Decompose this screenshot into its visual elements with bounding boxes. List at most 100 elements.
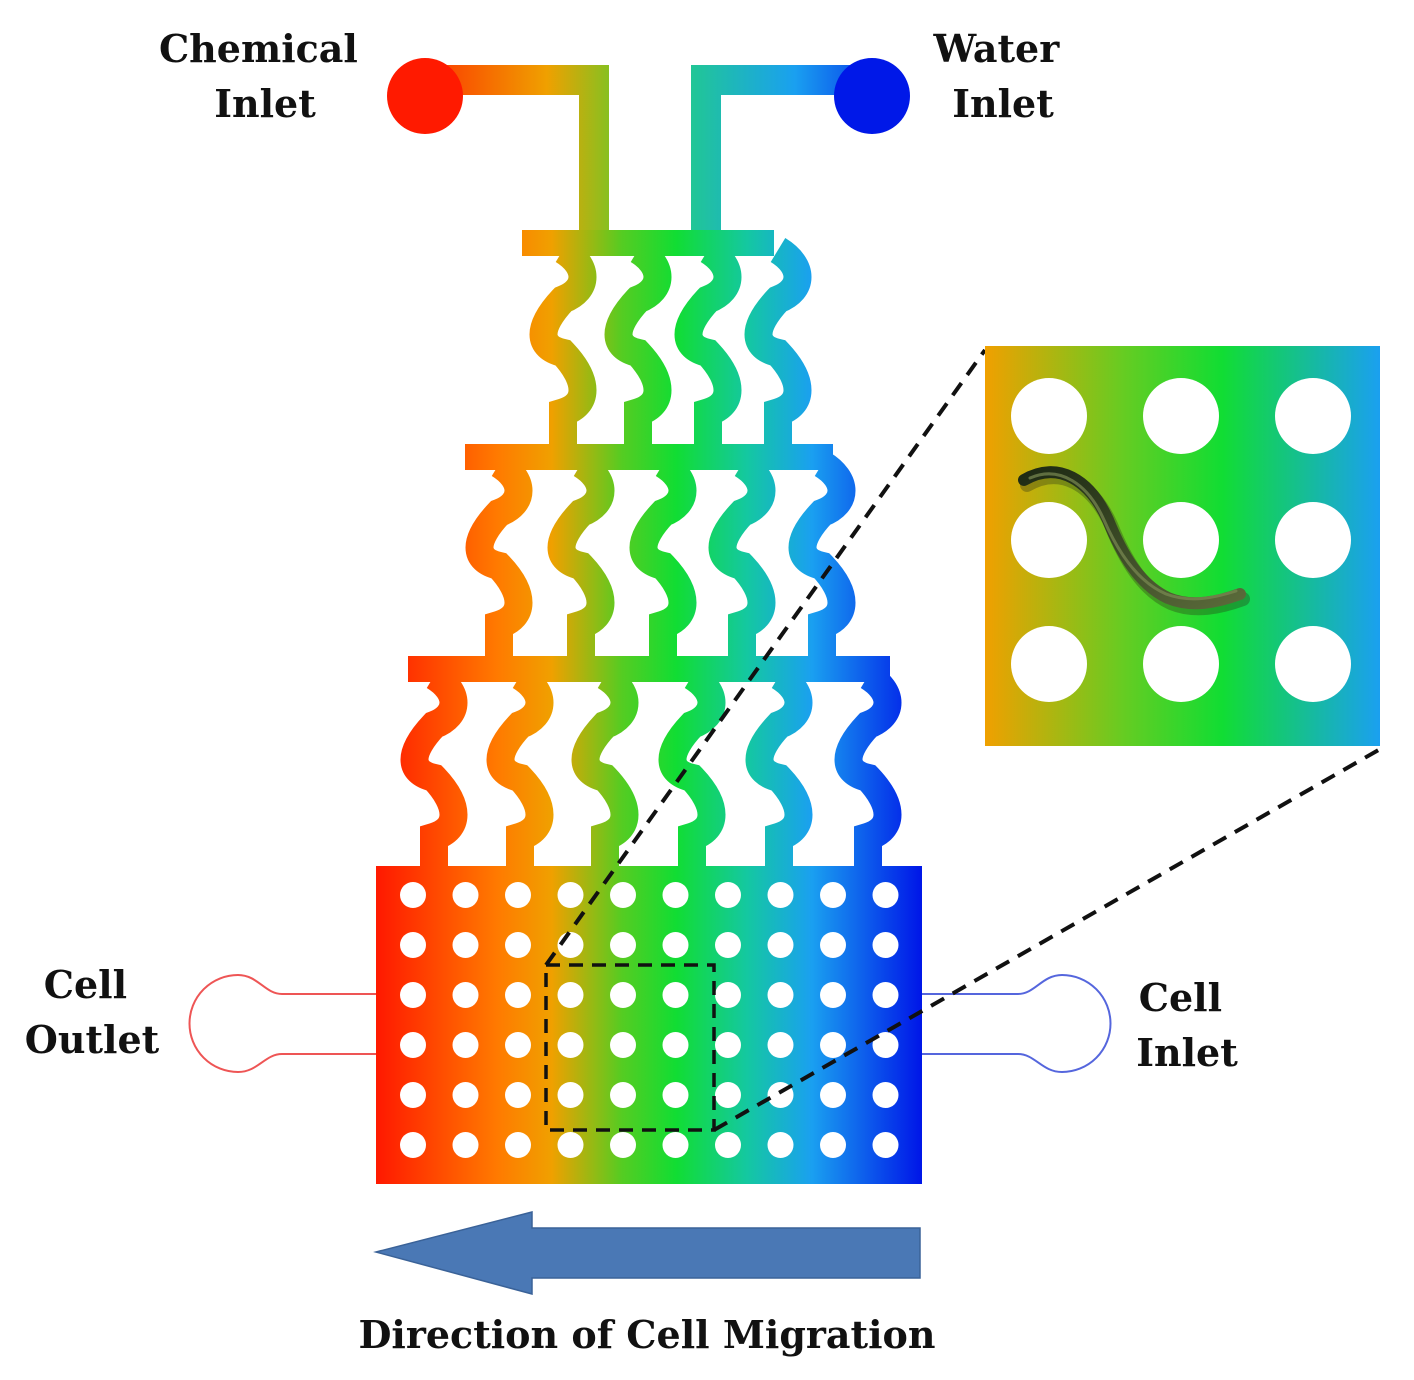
pillar <box>505 882 531 908</box>
water-inlet-channel <box>691 65 872 232</box>
pillar <box>662 1032 689 1058</box>
worm-icon <box>1018 466 1250 616</box>
inset-pillar <box>1275 502 1351 578</box>
pillar <box>872 1032 899 1058</box>
pillar <box>610 932 636 958</box>
inset-pillar <box>1143 626 1219 702</box>
pillar <box>557 882 584 908</box>
pillar <box>505 1082 531 1108</box>
pillar <box>505 982 531 1008</box>
pillar <box>610 1132 636 1158</box>
pillar <box>662 932 689 958</box>
pillar <box>820 1132 846 1158</box>
pillar <box>715 1132 741 1158</box>
mixer-header-bar <box>408 656 890 682</box>
cell-outlet-label: Cell Outlet <box>25 962 160 1062</box>
pillar <box>872 1082 899 1108</box>
pillar <box>715 932 741 958</box>
pillar <box>452 1082 479 1108</box>
pillar <box>557 982 584 1008</box>
pillar <box>452 932 479 958</box>
pillar <box>820 882 846 908</box>
pillar <box>767 982 794 1008</box>
chemical-inlet-channel <box>428 65 609 232</box>
mixer-header-bar <box>465 444 833 470</box>
pillar <box>452 882 479 908</box>
pillar <box>400 1032 426 1058</box>
pillar <box>662 982 689 1008</box>
pillar <box>610 982 636 1008</box>
serpentine-channel <box>629 452 697 660</box>
pillar <box>715 882 741 908</box>
pillar <box>820 1082 846 1108</box>
pillar <box>400 982 426 1008</box>
pillar <box>715 982 741 1008</box>
inset-pillar <box>1143 378 1219 454</box>
left-arrow-icon <box>373 1211 921 1295</box>
pillar <box>872 882 899 908</box>
pillar <box>610 1082 636 1108</box>
chemical-inlet-port[interactable] <box>387 58 463 134</box>
pillar <box>767 932 794 958</box>
pillar <box>452 1132 479 1158</box>
serpentine-channel <box>834 664 902 872</box>
pillar <box>452 982 479 1008</box>
pillar <box>557 1132 584 1158</box>
inset-pillar <box>1011 626 1087 702</box>
cell-inlet-label: Cell Inlet <box>1136 975 1238 1075</box>
inset-pillar <box>1275 378 1351 454</box>
pillar <box>662 1132 689 1158</box>
pillar <box>505 932 531 958</box>
serpentine-channel <box>745 664 813 872</box>
zoom-connector <box>544 348 1383 1132</box>
water-inlet-label: Water Inlet <box>933 26 1073 126</box>
pillar <box>505 1032 531 1058</box>
pillar <box>610 882 636 908</box>
pillar <box>400 1132 426 1158</box>
pillar <box>662 882 689 908</box>
pillar <box>400 1082 426 1108</box>
serpentine-channel <box>547 452 615 660</box>
migration-direction-label: Direction of Cell Migration <box>358 1312 935 1357</box>
pillar <box>452 1032 479 1058</box>
serpentine-channel <box>604 238 672 448</box>
serpentine-channel <box>708 452 776 660</box>
serpentine-channel <box>744 238 812 448</box>
pillar <box>505 1132 531 1158</box>
pillar <box>715 1082 741 1108</box>
cell-outlet-outline <box>188 973 376 1074</box>
cell-inlet-outline <box>922 973 1112 1074</box>
pillar <box>662 1082 689 1108</box>
pillar <box>872 932 899 958</box>
serpentine-channel <box>788 452 856 660</box>
pillar <box>820 1032 846 1058</box>
cell-outlet-port[interactable] <box>188 973 377 1074</box>
water-inlet-port[interactable] <box>834 58 910 134</box>
serpentine-channel <box>400 664 468 872</box>
pillar <box>872 982 899 1008</box>
inset-pillar <box>1011 502 1087 578</box>
pillar <box>767 1132 794 1158</box>
inset-pillar-array <box>1011 378 1351 702</box>
pillar <box>820 982 846 1008</box>
serpentine-channel <box>529 238 597 448</box>
pillar <box>400 932 426 958</box>
inset-pillar <box>1143 502 1219 578</box>
pillar <box>767 1032 794 1058</box>
inset-pillar <box>1011 378 1087 454</box>
pillar <box>557 1032 584 1058</box>
chemical-inlet-label: Chemical Inlet <box>159 26 371 126</box>
serpentine-mixer <box>400 230 902 872</box>
pillar <box>715 1032 741 1058</box>
inlet-channels <box>387 58 910 232</box>
inset-pillar <box>1275 626 1351 702</box>
pillar <box>557 1082 584 1108</box>
inset-zoom-view <box>985 346 1380 746</box>
pillar <box>872 1132 899 1158</box>
serpentine-channel <box>486 664 554 872</box>
serpentine-channel <box>674 238 742 448</box>
cell-inlet-port[interactable] <box>922 973 1112 1074</box>
pillar-array <box>400 882 899 1158</box>
cell-chamber <box>376 866 922 1184</box>
